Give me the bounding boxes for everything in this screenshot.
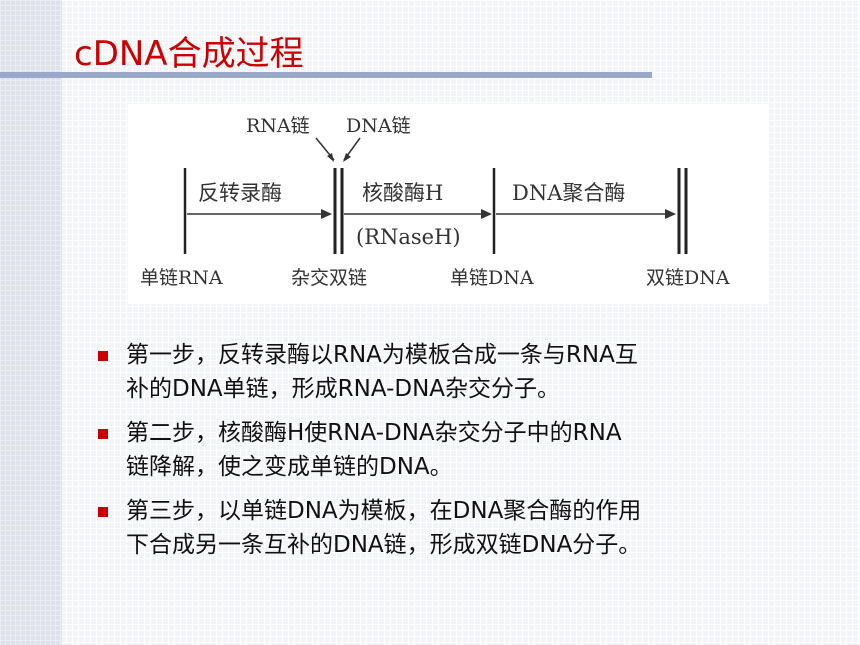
enzyme-dna-polymerase: DNA聚合酶 xyxy=(512,181,625,205)
step-list: 第一步，反转录酶以RNA为模板合成一条与RNA互 补的DNA单链，形成RNA-D… xyxy=(94,338,794,572)
enzyme-rnase-h: 核酸酶H xyxy=(362,181,443,205)
cdna-synthesis-diagram: RNA链 DNA链 反转录酶 核酸酶H (RNaseH) DNA聚合酶 单链RN… xyxy=(128,104,768,304)
left-decor-strip xyxy=(0,0,62,645)
step-2-line-1: 第二步，核酸酶H使RNA-DNA杂交分子中的RNA xyxy=(126,420,622,446)
list-item: 第三步，以单链DNA为模板，在DNA聚合酶的作用 下合成另一条互补的DNA链，形… xyxy=(94,494,794,562)
stage-ss-rna: 单链RNA xyxy=(140,267,223,289)
page-title: cDNA合成过程 xyxy=(74,34,304,74)
title-underline xyxy=(0,72,652,78)
list-item: 第二步，核酸酶H使RNA-DNA杂交分子中的RNA 链降解，使之变成单链的DNA… xyxy=(94,416,794,484)
bullet-square-icon xyxy=(98,507,108,517)
arrow-2-head xyxy=(481,209,492,219)
step-1-line-1: 第一步，反转录酶以RNA为模板合成一条与RNA互 xyxy=(126,342,638,368)
step-3-line-2: 下合成另一条互补的DNA链，形成双链DNA分子。 xyxy=(126,532,642,558)
arrow-3-head xyxy=(665,209,676,219)
pointer-dna-head xyxy=(343,153,351,162)
stage-ss-dna: 单链DNA xyxy=(450,267,534,289)
list-item: 第一步，反转录酶以RNA为模板合成一条与RNA互 补的DNA单链，形成RNA-D… xyxy=(94,338,794,406)
step-1-line-2: 补的DNA单链，形成RNA-DNA杂交分子。 xyxy=(126,376,561,402)
bullet-square-icon xyxy=(98,429,108,439)
bullet-square-icon xyxy=(98,351,108,361)
step-3-line-1: 第三步，以单链DNA为模板，在DNA聚合酶的作用 xyxy=(126,498,642,524)
arrow-1-head xyxy=(321,209,332,219)
enzyme-reverse-transcriptase: 反转录酶 xyxy=(198,181,282,205)
label-dna-strand: DNA链 xyxy=(346,115,411,137)
pointer-rna-head xyxy=(327,153,334,162)
enzyme-rnase-h-alias: (RNaseH) xyxy=(356,225,461,249)
stage-ds-dna: 双链DNA xyxy=(646,267,730,289)
diagram-svg: RNA链 DNA链 反转录酶 核酸酶H (RNaseH) DNA聚合酶 单链RN… xyxy=(140,115,730,289)
step-2-line-2: 链降解，使之变成单链的DNA。 xyxy=(126,454,453,480)
stage-hybrid: 杂交双链 xyxy=(291,267,367,289)
label-rna-strand: RNA链 xyxy=(246,115,310,137)
